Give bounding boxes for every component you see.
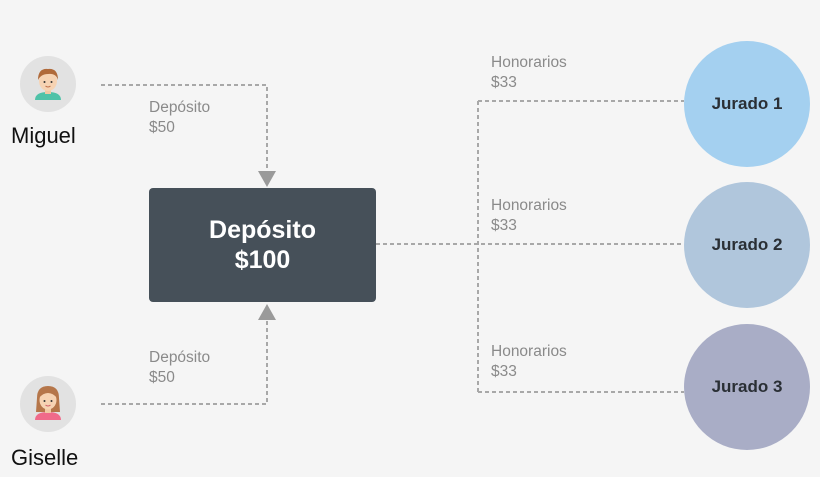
arrow-up-icon — [258, 304, 276, 320]
deposit-label-text: Depósito — [149, 99, 211, 116]
fee-label-text: Honorarios — [491, 197, 567, 214]
juror-2-node: Jurado 2 — [684, 182, 810, 308]
juror-3-node: Jurado 3 — [684, 324, 810, 450]
participant-name-miguel: Miguel — [11, 123, 76, 148]
fee-amount: $33 — [491, 217, 517, 234]
deposit-amount: $50 — [149, 119, 175, 136]
fee-amount: $33 — [491, 74, 517, 91]
fee-label-text: Honorarios — [491, 54, 567, 71]
juror-1-label: Jurado 1 — [711, 94, 783, 113]
fee-label-1: Honorarios $33 — [491, 53, 567, 93]
juror-3-label: Jurado 3 — [711, 377, 783, 396]
fee-amount: $33 — [491, 363, 517, 380]
fee-label-2: Honorarios $33 — [491, 196, 567, 236]
arrow-down-icon — [258, 171, 276, 187]
deposit-label-miguel: Depósito $50 — [149, 98, 210, 138]
avatar-miguel — [20, 56, 76, 112]
participant-name-giselle: Giselle — [11, 445, 79, 470]
deposit-amount: $50 — [149, 369, 175, 386]
woman-avatar-icon — [35, 386, 61, 420]
fee-label-3: Honorarios $33 — [491, 342, 567, 382]
deposit-total-box: Depósito $100 — [149, 188, 376, 302]
juror-2-label: Jurado 2 — [711, 235, 783, 254]
man-avatar-icon — [35, 68, 61, 100]
deposit-label-text: Depósito — [149, 349, 211, 366]
fee-label-text: Honorarios — [491, 343, 567, 360]
juror-1-node: Jurado 1 — [684, 41, 810, 167]
deposit-total-amount: $100 — [234, 246, 291, 274]
deposit-label-giselle: Depósito $50 — [149, 348, 210, 388]
connector-miguel — [101, 84, 268, 172]
avatar-giselle — [20, 376, 76, 432]
deposit-total-title: Depósito — [209, 216, 316, 244]
